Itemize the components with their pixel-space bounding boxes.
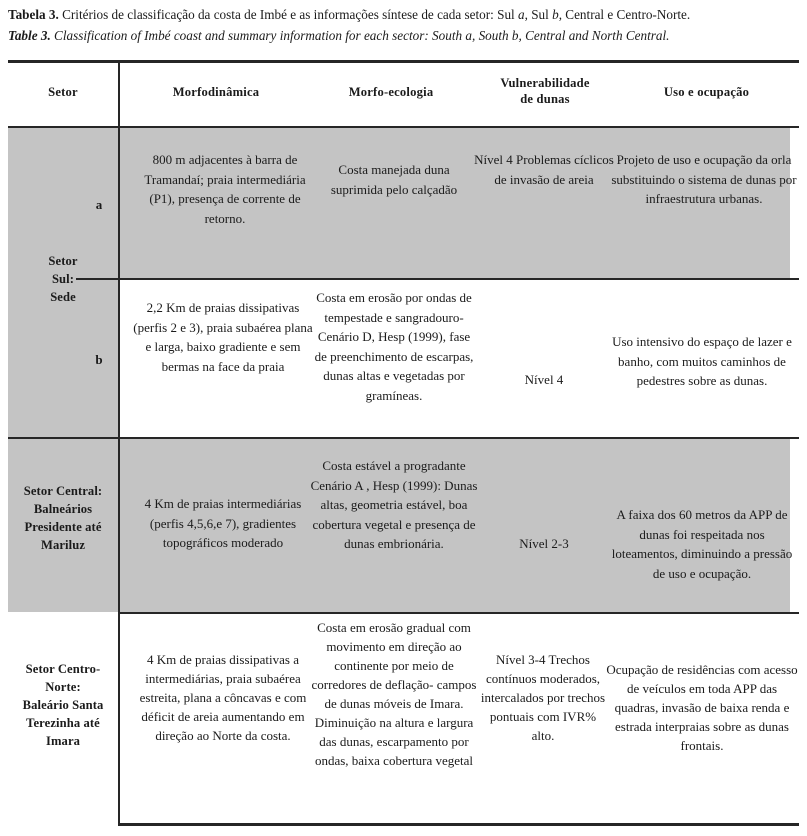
sector-central-line3: Presidente até bbox=[24, 520, 102, 534]
divider-sector-column-body bbox=[118, 128, 121, 825]
caption-english: Table 3. Classification of Imbé coast an… bbox=[8, 25, 800, 46]
column-header-vulnerabilidade-line2: de dunas bbox=[520, 92, 570, 106]
shade-band-row-central bbox=[8, 437, 790, 612]
sector-norte-line4: Terezinha até bbox=[26, 716, 100, 730]
caption-pt-text-2: , Sul bbox=[524, 7, 553, 22]
sector-central-line4: Mariluz bbox=[40, 538, 86, 552]
header-background bbox=[8, 60, 799, 126]
rule-table-bottom bbox=[118, 823, 799, 826]
sector-label-centro-norte: Setor Centro- Norte: Baleário Santa Tere… bbox=[8, 660, 118, 750]
divider-sector-column-header bbox=[118, 63, 121, 126]
rule-row-central-norte bbox=[118, 612, 799, 614]
cell-central-vulnerabilidade: Nível 2-3 bbox=[519, 536, 569, 551]
sector-label-central: Setor Central: Balneários Presidente até… bbox=[8, 482, 118, 554]
column-header-morfodinamica: Morfodinâmica bbox=[172, 85, 260, 99]
sector-sul-line2: Sul: bbox=[51, 272, 75, 286]
cell-norte-morfodinamica: 4 Km de praias dissipativas a intermediá… bbox=[139, 652, 307, 743]
column-header-morfo-ecologia: Morfo-ecologia bbox=[348, 85, 434, 99]
subsector-label-a: a bbox=[95, 197, 103, 212]
column-header-uso-e-ocupacao: Uso e ocupação bbox=[663, 85, 750, 99]
sector-central-line2: Balneários bbox=[33, 502, 93, 516]
sector-norte-line2: Norte: bbox=[45, 680, 81, 694]
caption-pt-label: Tabela 3. bbox=[8, 7, 59, 22]
rule-row-a-b bbox=[76, 278, 799, 280]
caption-pt-text-3: , Central e Centro-Norte. bbox=[558, 7, 691, 22]
column-header-setor: Setor bbox=[48, 85, 78, 99]
sector-sul-line3: Sede bbox=[50, 290, 76, 304]
cell-b-morfodinamica: 2,2 Km de praias dissipativas (perfis 2 … bbox=[133, 300, 313, 374]
cell-b-uso-ocupacao: Uso intensivo do espaço de lazer e banho… bbox=[612, 334, 792, 388]
cell-norte-vulnerabilidade: Nível 3-4 Trechos contínuos moderados, i… bbox=[480, 652, 606, 743]
cell-a-vulnerabilidade: Nível 4 Problemas cíclicos de invasão de… bbox=[474, 152, 614, 187]
subsector-label-b: b bbox=[95, 352, 103, 367]
cell-norte-uso-ocupacao: Ocupação de residências com acesso de ve… bbox=[606, 662, 798, 753]
sector-label-sul: Setor Sul: Sede bbox=[8, 252, 118, 306]
cell-central-morfodinamica: 4 Km de praias intermediárias (perfis 4,… bbox=[144, 496, 302, 550]
rule-header-bottom bbox=[8, 126, 799, 128]
cell-norte-morfo-ecologia: Costa em erosão gradual com movimento em… bbox=[311, 620, 477, 768]
cell-b-vulnerabilidade: Nível 4 bbox=[524, 372, 564, 387]
caption-pt-text-1: Critérios de classificação da costa de I… bbox=[58, 7, 519, 22]
sector-central-line1: Setor Central: bbox=[23, 484, 103, 498]
caption-en-label: Table 3. bbox=[8, 28, 51, 43]
caption-portuguese: Tabela 3. Critérios de classificação da … bbox=[8, 4, 800, 25]
sector-norte-line3: Baleário Santa bbox=[22, 698, 104, 712]
sector-sul-line1: Setor bbox=[48, 254, 78, 268]
cell-a-morfodinamica: 800 m adjacentes à barra de Tramandaí; p… bbox=[144, 152, 306, 226]
cell-central-morfo-ecologia: Costa estável a progradante Cenário A , … bbox=[310, 458, 478, 551]
rule-table-top bbox=[8, 60, 799, 63]
cell-central-uso-ocupacao: A faixa dos 60 metros da APP de dunas fo… bbox=[611, 507, 793, 581]
column-header-vulnerabilidade: Vulnerabilidade de dunas bbox=[470, 75, 620, 107]
column-header-vulnerabilidade-line1: Vulnerabilidade bbox=[500, 76, 590, 90]
caption-pt-italic-a: a bbox=[518, 7, 525, 22]
caption-pt-italic-b: b bbox=[552, 7, 559, 22]
table-caption: Tabela 3. Critérios de classificação da … bbox=[8, 4, 800, 46]
rule-row-b-central bbox=[8, 437, 799, 439]
sector-norte-line1: Setor Centro- bbox=[25, 662, 101, 676]
cell-a-uso-ocupacao: Projeto de uso e ocupação da orla substi… bbox=[611, 152, 797, 206]
caption-en-text: Classification of Imbé coast and summary… bbox=[50, 28, 670, 43]
cell-a-morfo-ecologia: Costa manejada duna suprimida pelo calça… bbox=[330, 162, 458, 197]
sector-norte-line5: Imara bbox=[45, 734, 81, 748]
cell-b-morfo-ecologia: Costa em erosão por ondas de tempestade … bbox=[314, 290, 474, 403]
